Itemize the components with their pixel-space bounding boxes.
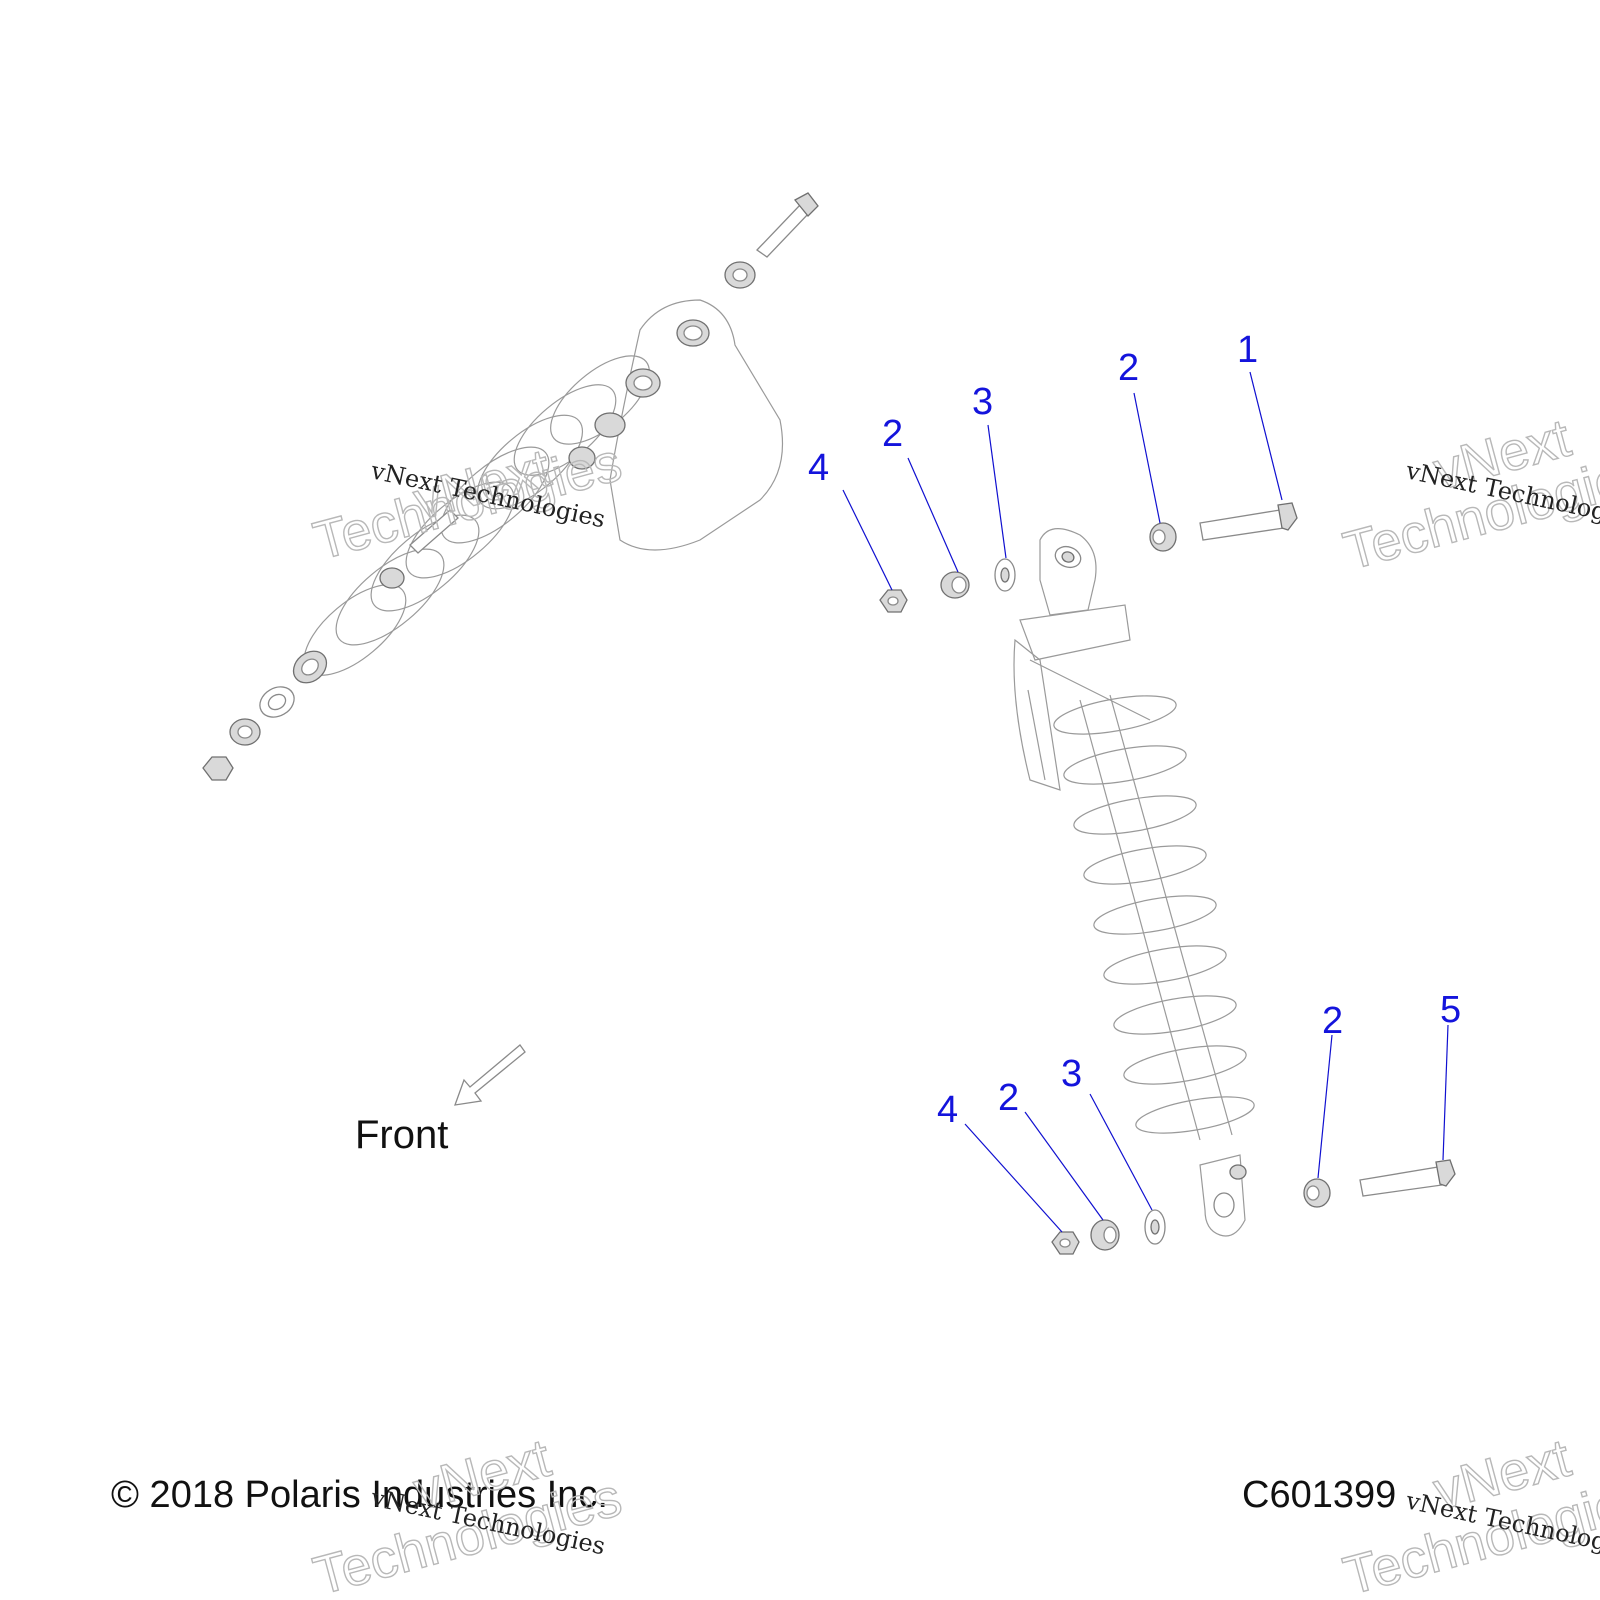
watermark-left-top: vNext Technologies vNext Technologies [307,431,628,572]
callout-numbers: 4 2 3 2 1 4 2 3 2 5 [808,329,1461,1131]
callout-3-lower: 3 [1061,1053,1082,1095]
callout-2-lower-left: 2 [998,1077,1019,1119]
upper-hardware [879,502,1298,613]
front-arrow-icon [454,1044,526,1106]
callout-5: 5 [1440,989,1461,1031]
callout-2-upper-right: 2 [1118,347,1139,389]
lower-hardware [1051,1159,1456,1255]
callout-3-upper: 3 [972,381,993,423]
watermark-right-top: vNext Technologies vNext Technologies [1337,407,1600,582]
figure-id: C601399 [1242,1474,1396,1516]
callout-2-lower-right: 2 [1322,1000,1343,1042]
front-label: Front [355,1113,448,1157]
callout-4-upper: 4 [808,447,829,489]
assembled-shock-illustration [202,192,819,781]
front-direction-indicator: Front [355,1044,526,1157]
leader-lines [842,371,1449,1233]
callout-2-upper-left: 2 [882,413,903,455]
shock-absorber-illustration [1013,528,1255,1237]
callout-4-lower: 4 [937,1089,958,1131]
copyright-text: © 2018 Polaris Industries Inc. [111,1474,608,1516]
callout-1: 1 [1237,329,1258,371]
